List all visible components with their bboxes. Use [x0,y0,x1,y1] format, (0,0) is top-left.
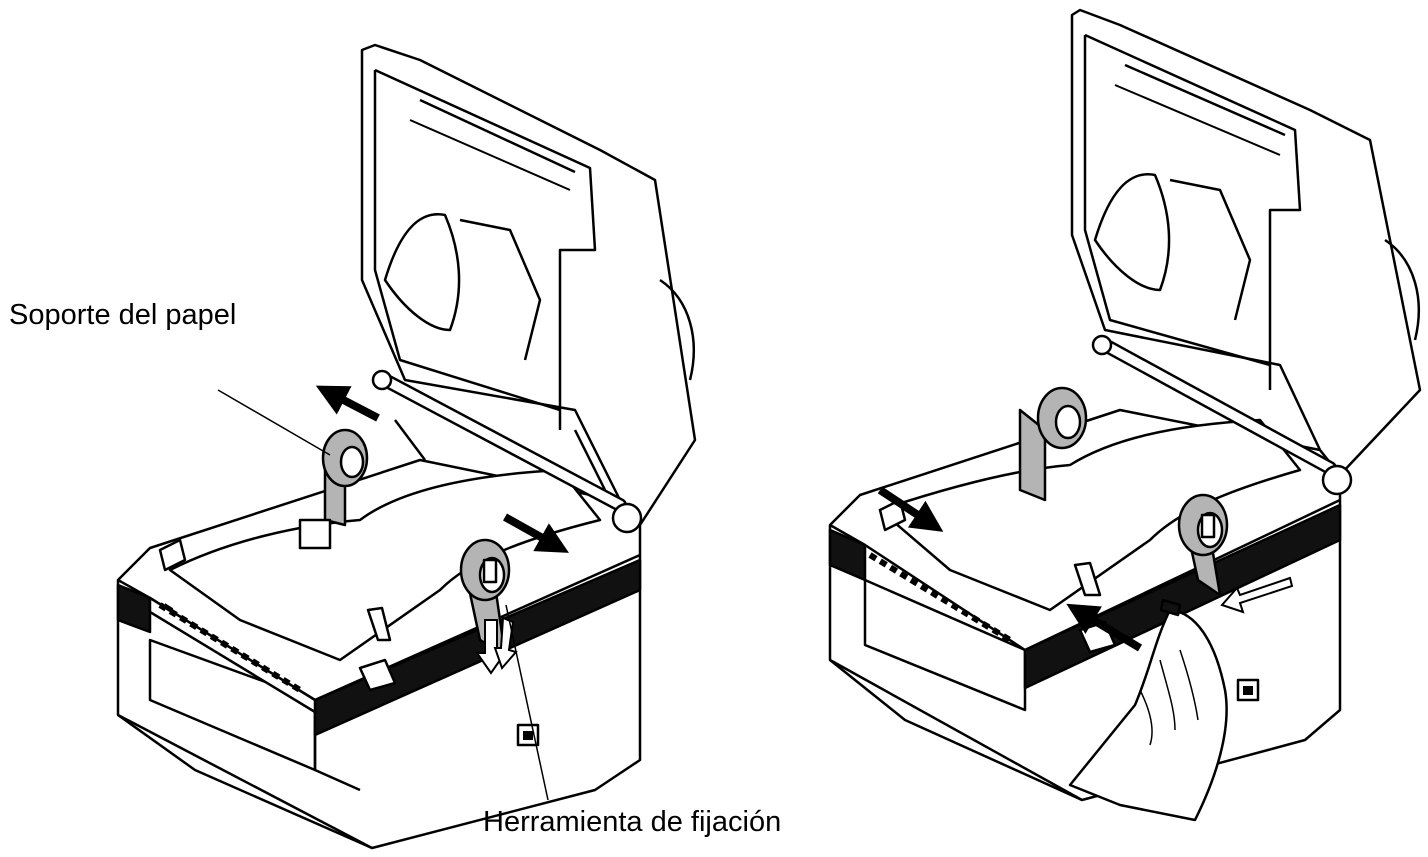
right-arrows [877,486,1143,652]
left-front-dark-band [116,583,152,634]
arrow-holder-out [315,385,380,422]
arrow-push-left-holder [877,486,944,532]
left-printer [116,43,697,850]
right-paper-holder-2 [1177,493,1229,597]
leader-paper-holder [217,389,331,456]
right-paper-holder-1 [1018,386,1088,502]
hand [1068,608,1228,822]
label-fixing-tool: Herramienta de fijación [483,806,782,838]
right-front-dark-band [828,528,867,582]
arrow-holder-in [503,513,569,553]
label-paper-holder: Soporte del papel [9,299,237,331]
right-printer [828,8,1422,822]
left-arrows [315,385,569,553]
arrow-push-tool [1066,603,1143,652]
leader-fixing-tool [505,604,549,801]
left-paper-holder-1 [321,428,369,527]
right-printer-lid [1070,8,1422,477]
leader-lines [217,389,549,801]
right-hollow-arrow [1220,576,1294,614]
left-printer-lid [360,43,697,527]
